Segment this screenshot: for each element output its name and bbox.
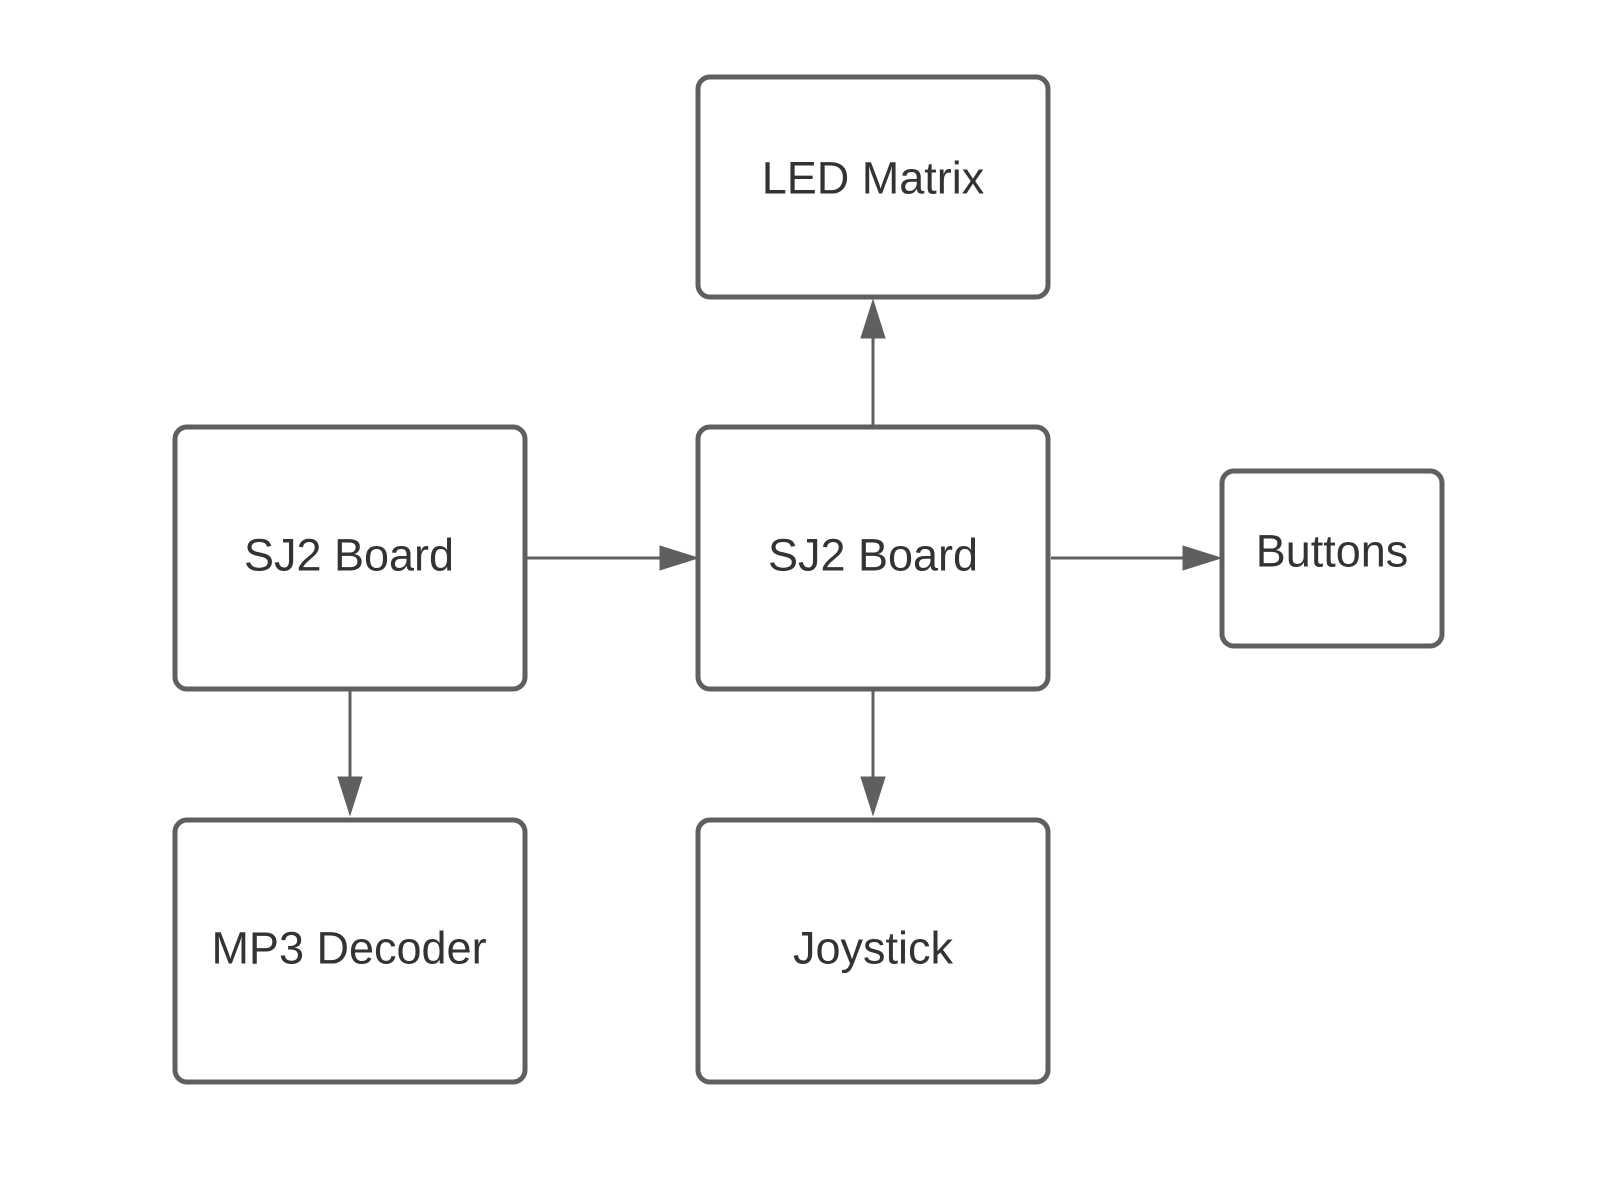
arrow-sj2-left-to-sj2-center xyxy=(527,545,700,571)
node-sj2-board-center-label: SJ2 Board xyxy=(768,530,978,581)
node-buttons: Buttons xyxy=(1219,468,1445,649)
node-sj2-board-left-label: SJ2 Board xyxy=(244,530,454,581)
node-mp3-decoder: MP3 Decoder xyxy=(172,817,528,1085)
node-led-matrix: LED Matrix xyxy=(695,74,1051,300)
node-mp3-decoder-label: MP3 Decoder xyxy=(211,923,486,974)
arrow-sj2-center-to-buttons xyxy=(1051,545,1223,571)
node-buttons-label: Buttons xyxy=(1256,526,1409,577)
node-led-matrix-label: LED Matrix xyxy=(762,153,985,204)
arrow-sj2-left-to-mp3-decoder xyxy=(337,691,363,817)
node-joystick: Joystick xyxy=(695,817,1051,1085)
node-joystick-label: Joystick xyxy=(793,923,954,974)
node-sj2-board-left: SJ2 Board xyxy=(172,424,528,692)
arrow-sj2-center-to-led-matrix xyxy=(860,298,886,426)
node-sj2-board-center: SJ2 Board xyxy=(695,424,1051,692)
arrow-sj2-center-to-joystick xyxy=(860,691,886,817)
